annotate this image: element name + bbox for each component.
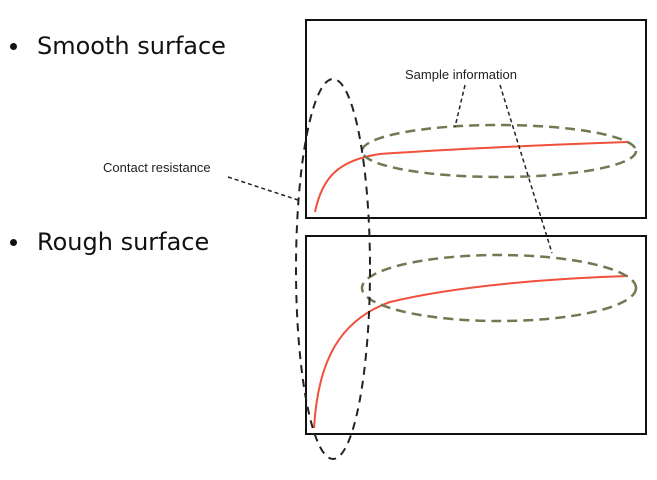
contact-resistance-ellipse (295, 78, 371, 460)
smooth-sample-information-ellipse (360, 123, 638, 179)
sample-information-label: Sample information (405, 67, 517, 82)
smooth-surface-curve (314, 141, 629, 213)
sample-information-leader-smooth (454, 84, 466, 128)
bullet-dot (10, 42, 17, 50)
bullet-smooth-surface: Smooth surface (10, 32, 226, 60)
contact-resistance-label: Contact resistance (103, 160, 211, 175)
bullet-label: Rough surface (37, 228, 210, 256)
sample-information-leader-rough (499, 84, 553, 254)
bullet-label: Smooth surface (37, 32, 226, 60)
smooth-surface-plot-frame (305, 19, 647, 219)
bullet-dot (10, 238, 17, 246)
rough-surface-curve (313, 275, 629, 429)
contact-resistance-leader (227, 176, 299, 201)
rough-surface-plot-frame (305, 235, 647, 435)
rough-sample-information-ellipse (360, 253, 638, 323)
bullet-rough-surface: Rough surface (10, 228, 209, 256)
